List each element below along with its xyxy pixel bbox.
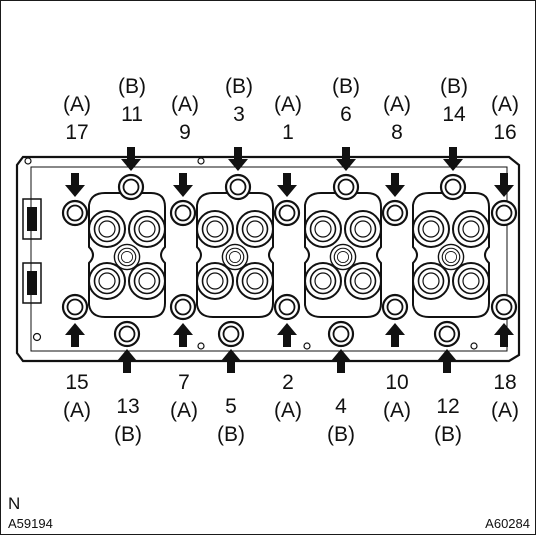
bottom-labels: 15 (A) 13 (B) 7 (A) 5 (B) 2 (A) 4 (B) 10… bbox=[63, 371, 519, 446]
group-label: (B) bbox=[114, 423, 142, 446]
bolt-number: 17 bbox=[65, 121, 88, 144]
group-label: (B) bbox=[118, 75, 146, 98]
bolt-7 bbox=[169, 293, 197, 321]
bolt-5 bbox=[217, 320, 245, 348]
bolt-number: 11 bbox=[121, 103, 143, 126]
bolt-number: 9 bbox=[179, 121, 191, 144]
figure-letter: N bbox=[8, 494, 20, 513]
group-label: (B) bbox=[440, 75, 468, 98]
top-labels: (A) 17 (B) 11 (A) 9 (B) 3 (A) 1 (B) 6 (A… bbox=[63, 75, 519, 144]
group-label: (A) bbox=[274, 399, 302, 422]
bolt-12 bbox=[433, 320, 461, 348]
cylinder-4-chamber bbox=[412, 192, 490, 318]
bolt-number: 7 bbox=[178, 371, 190, 394]
bolt-10 bbox=[381, 293, 409, 321]
bolt-1 bbox=[273, 199, 301, 227]
group-label: (B) bbox=[434, 423, 462, 446]
group-label: (A) bbox=[170, 399, 198, 422]
bolt-number: 14 bbox=[442, 103, 466, 126]
bolt-number: 8 bbox=[391, 121, 403, 144]
bolt-number: 12 bbox=[436, 395, 459, 418]
group-label: (B) bbox=[225, 75, 253, 98]
bolt-number: 13 bbox=[116, 395, 139, 418]
bolt-number: 3 bbox=[233, 103, 245, 126]
bolt-number: 5 bbox=[225, 395, 237, 418]
group-label: (B) bbox=[332, 75, 360, 98]
bolt-number: 10 bbox=[385, 371, 408, 394]
bolt-number: 18 bbox=[493, 371, 516, 394]
group-label: (A) bbox=[63, 93, 91, 116]
figure-code-left: A59194 bbox=[8, 516, 53, 531]
bolt-15 bbox=[61, 293, 89, 321]
group-label: (A) bbox=[383, 399, 411, 422]
bolt-number: 15 bbox=[65, 371, 88, 394]
group-label: (A) bbox=[491, 399, 519, 422]
cylinder-1-chamber bbox=[88, 192, 166, 318]
bolt-6 bbox=[332, 173, 360, 201]
bolt-4 bbox=[327, 320, 355, 348]
figure-code-right: A60284 bbox=[485, 516, 530, 531]
group-label: (B) bbox=[327, 423, 355, 446]
bolt-2 bbox=[273, 293, 301, 321]
bolt-18 bbox=[490, 293, 518, 321]
cylinder-3-chamber bbox=[304, 192, 382, 318]
bolt-11 bbox=[117, 173, 145, 201]
bolt-number: 2 bbox=[282, 371, 294, 394]
bolt-3 bbox=[224, 173, 252, 201]
bolt-13 bbox=[113, 320, 141, 348]
group-label: (A) bbox=[171, 93, 199, 116]
bolt-8 bbox=[381, 199, 409, 227]
group-label: (A) bbox=[274, 93, 302, 116]
bolt-14 bbox=[439, 173, 467, 201]
bolt-16 bbox=[490, 199, 518, 227]
bolt-17 bbox=[61, 199, 89, 227]
bolt-9 bbox=[169, 199, 197, 227]
bolt-number: 6 bbox=[340, 103, 352, 126]
group-label: (B) bbox=[217, 423, 245, 446]
cylinder-2-chamber bbox=[196, 192, 274, 318]
group-label: (A) bbox=[63, 399, 91, 422]
bolt-number: 1 bbox=[282, 121, 294, 144]
group-label: (A) bbox=[491, 93, 519, 116]
bolt-number: 4 bbox=[335, 395, 347, 418]
bolt-number: 16 bbox=[493, 121, 516, 144]
group-label: (A) bbox=[383, 93, 411, 116]
